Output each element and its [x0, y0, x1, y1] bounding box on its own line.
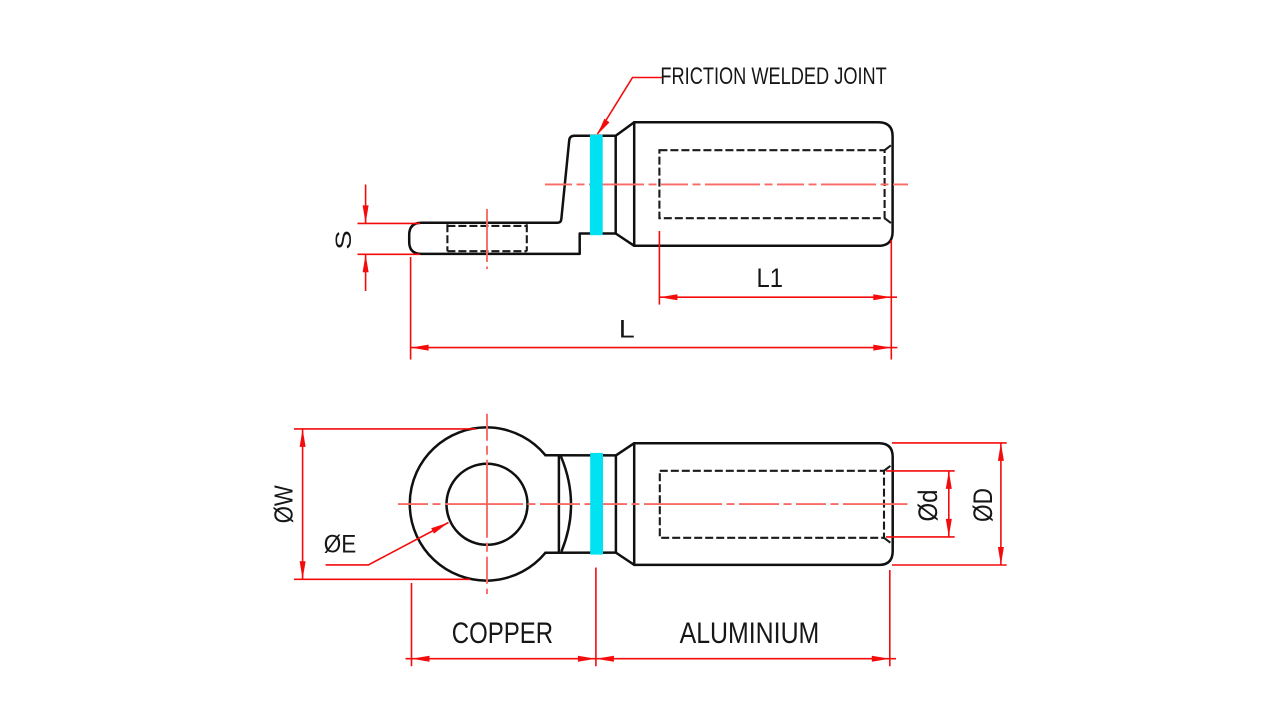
- svg-text:ØW: ØW: [269, 485, 299, 523]
- svg-text:FRICTION WELDED JOINT: FRICTION WELDED JOINT: [660, 63, 887, 90]
- svg-text:ALUMINIUM: ALUMINIUM: [680, 617, 820, 650]
- svg-text:L1: L1: [757, 263, 784, 293]
- svg-text:L: L: [619, 315, 635, 343]
- svg-text:ØE: ØE: [324, 531, 357, 559]
- svg-text:S: S: [331, 230, 356, 250]
- svg-text:ØD: ØD: [968, 488, 998, 522]
- svg-text:Ød: Ød: [913, 490, 943, 522]
- svg-text:COPPER: COPPER: [452, 617, 553, 650]
